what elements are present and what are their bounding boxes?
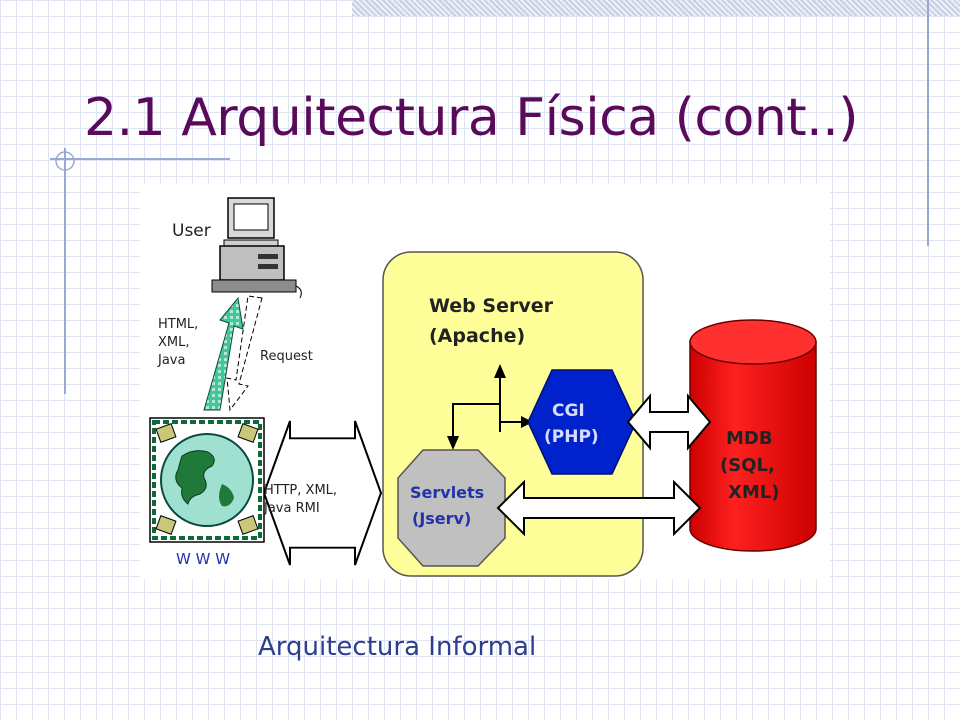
response-label-line1: HTML, (158, 317, 198, 332)
servlets-mdb-double-arrow (496, 479, 702, 537)
servlets-label-line2: (Jserv) (412, 509, 471, 528)
www-webserver-double-arrow (262, 420, 383, 566)
webserver-label: Web Server (Apache) (429, 295, 560, 347)
computer-icon (211, 197, 302, 299)
diagram-caption: Arquitectura Informal (258, 632, 537, 662)
title-underline-rule (50, 158, 230, 160)
servlets-label: Servlets (Jserv) (410, 483, 490, 528)
mdb-cylinder (689, 319, 817, 552)
request-arrow (226, 295, 263, 412)
user-label: User (172, 221, 211, 241)
mdb-label-line1: MDB (726, 428, 773, 449)
http-label-line2: Java RMI (263, 501, 320, 516)
slide-title: 2.1 Arquitectura Física (cont..) (84, 88, 859, 148)
cgi-mdb-double-arrow (626, 393, 712, 451)
webserver-label-line1: Web Server (429, 295, 554, 317)
cgi-label: CGI (PHP) (544, 401, 599, 447)
header-hatch-band (352, 0, 960, 16)
mdb-label-line2: (SQL, (720, 455, 775, 476)
http-label-line1: HTTP, XML, (264, 483, 337, 498)
response-label: HTML, XML, Java (157, 317, 202, 368)
www-label: W W W (176, 550, 230, 568)
left-vertical-rule (64, 148, 66, 394)
response-label-line2: XML, (158, 335, 190, 350)
servlets-octagon (397, 449, 506, 567)
mdb-label-line3: XML) (728, 482, 780, 503)
response-label-line3: Java (157, 353, 185, 368)
right-vertical-rule (927, 0, 929, 246)
cgi-label-line1: CGI (552, 401, 585, 421)
globe-icon (149, 417, 265, 543)
servlets-label-line1: Servlets (410, 483, 484, 502)
rule-corner-ornament (55, 151, 75, 171)
request-label: Request (260, 349, 313, 364)
cgi-hexagon (527, 369, 637, 475)
response-arrow (203, 296, 244, 411)
webserver-label-line2: (Apache) (429, 325, 525, 347)
cgi-label-line2: (PHP) (544, 427, 599, 447)
http-label: HTTP, XML, Java RMI (263, 483, 341, 516)
architecture-diagram: Web Server (Apache) CGI (PHP) Servlets (… (140, 184, 830, 579)
mdb-label: MDB (SQL, XML) (720, 428, 781, 503)
connector-arrowheads (447, 364, 533, 450)
